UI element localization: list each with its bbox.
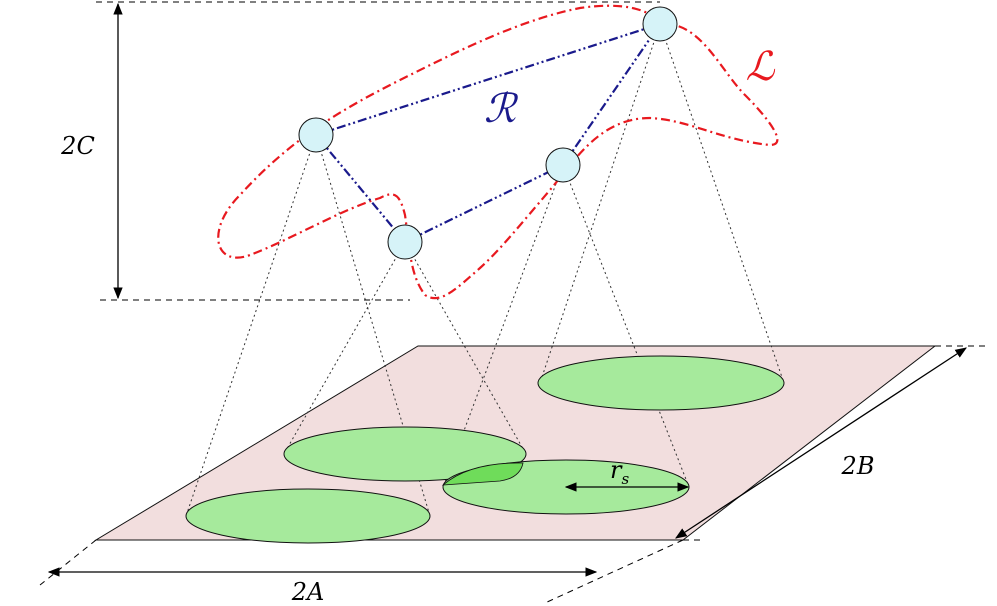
node-1: [298, 117, 334, 153]
height-label: 2C: [60, 132, 95, 160]
network-label: ℛ: [484, 86, 519, 132]
width-label: 2A: [291, 578, 325, 606]
sensing-radius-subscript: s: [621, 470, 629, 488]
sensor-nodes: [298, 6, 678, 260]
sensing-radius-label: rs: [610, 456, 629, 488]
footprint-1: [537, 355, 785, 411]
footprint-2: [283, 426, 527, 482]
curve-L: [217, 4, 779, 300]
network-R: [315, 22, 661, 243]
width-dimension: 2A: [39, 539, 684, 606]
curve-label: ℒ: [746, 44, 776, 90]
node-4: [642, 6, 678, 42]
height-dimension: 2C: [60, 1, 660, 301]
node-2: [387, 224, 423, 260]
sensing-radius: rs: [564, 456, 690, 492]
coverage-footprints: [185, 355, 785, 544]
sensing-radius-symbol: r: [610, 456, 623, 484]
node-3: [545, 147, 581, 183]
depth-dimension: 2B: [675, 345, 990, 541]
footprint-4: [185, 488, 431, 544]
footprint-overlap: [441, 462, 524, 486]
depth-label: 2B: [841, 452, 875, 480]
